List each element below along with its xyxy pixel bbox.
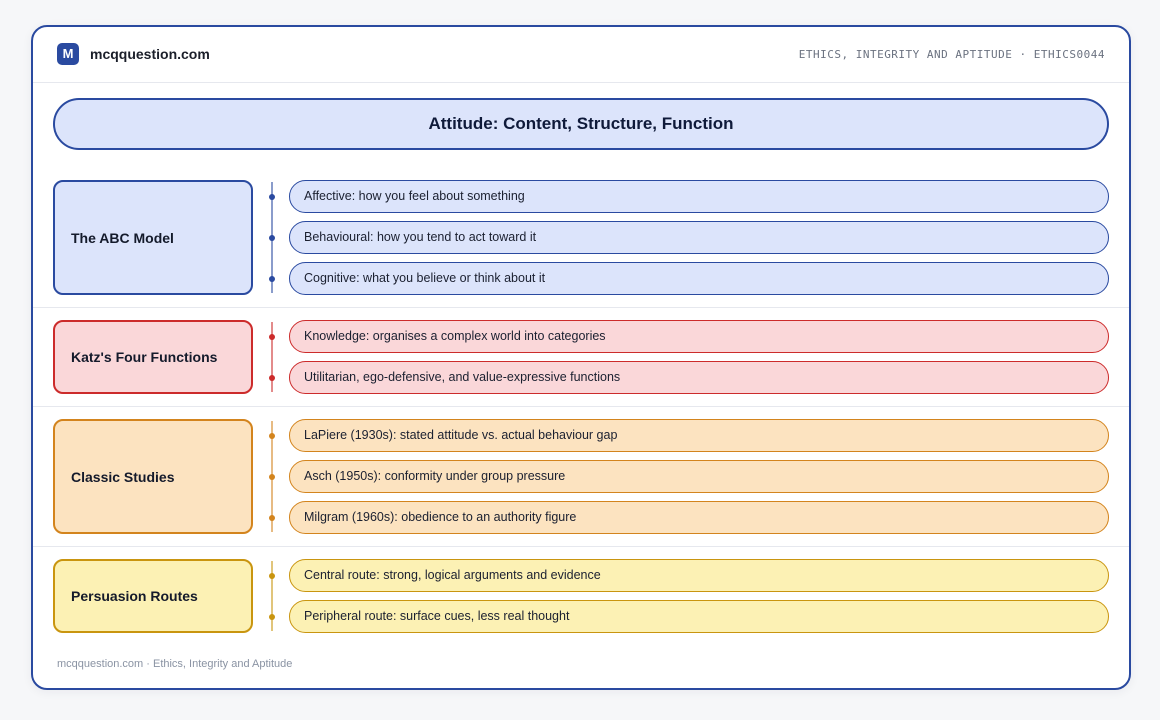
- section-box: Classic Studies: [53, 419, 253, 534]
- header-bar: M mcqquestion.com ETHICS, INTEGRITY AND …: [33, 27, 1129, 83]
- page-title: Attitude: Content, Structure, Function: [53, 98, 1109, 150]
- section-divider: [33, 546, 1129, 547]
- connector-dot: [269, 193, 275, 200]
- section-item: Asch (1950s): conformity under group pre…: [289, 460, 1109, 493]
- section-item: Utilitarian, ego-defensive, and value-ex…: [289, 361, 1109, 394]
- connector-dot: [269, 333, 275, 340]
- section-divider: [33, 406, 1129, 407]
- section-item: Behavioural: how you tend to act toward …: [289, 221, 1109, 254]
- site-logo-icon[interactable]: M: [57, 43, 79, 65]
- section-item: LaPiere (1930s): stated attitude vs. act…: [289, 419, 1109, 452]
- connector-dot: [269, 613, 275, 620]
- section-box: Katz's Four Functions: [53, 320, 253, 394]
- section-item: Cognitive: what you believe or think abo…: [289, 262, 1109, 295]
- site-name[interactable]: mcqquestion.com: [90, 46, 210, 62]
- footer-text: mcqquestion.com · Ethics, Integrity and …: [57, 658, 293, 670]
- section-box: Persuasion Routes: [53, 559, 253, 633]
- connector-dot: [269, 432, 275, 439]
- section-item: Central route: strong, logical arguments…: [289, 559, 1109, 592]
- section-item: Milgram (1960s): obedience to an authori…: [289, 501, 1109, 534]
- section-item: Knowledge: organises a complex world int…: [289, 320, 1109, 353]
- section-box: The ABC Model: [53, 180, 253, 295]
- connector-dot: [269, 275, 275, 282]
- connector-dot: [269, 374, 275, 381]
- connector-line: [271, 322, 273, 392]
- section-item: Peripheral route: surface cues, less rea…: [289, 600, 1109, 633]
- connector-dot: [269, 234, 275, 241]
- connector-dot: [269, 473, 275, 480]
- section-divider: [33, 307, 1129, 308]
- connector-line: [271, 561, 273, 631]
- diagram-card: M mcqquestion.com ETHICS, INTEGRITY AND …: [31, 25, 1131, 690]
- topic-label: ETHICS, INTEGRITY AND APTITUDE · ETHICS0…: [798, 48, 1105, 61]
- section-item: Affective: how you feel about something: [289, 180, 1109, 213]
- connector-dot: [269, 572, 275, 579]
- connector-dot: [269, 514, 275, 521]
